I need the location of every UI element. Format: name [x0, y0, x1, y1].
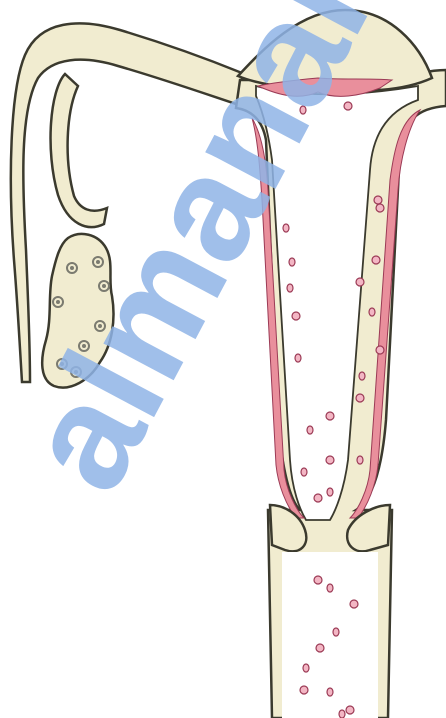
- endometrial-cell: [314, 494, 322, 502]
- endometrial-cell: [303, 664, 309, 672]
- endometrial-cell: [327, 488, 333, 496]
- tube-fimbria: [51, 74, 107, 227]
- endometrial-cell: [374, 196, 382, 204]
- endometrial-cell: [300, 686, 308, 694]
- endometrial-cell: [346, 706, 354, 714]
- endometrial-cell: [372, 256, 380, 264]
- follicle-core: [70, 266, 74, 270]
- endometrial-cell: [357, 456, 363, 464]
- endometrial-cell: [333, 628, 339, 636]
- endometrial-cell: [307, 426, 313, 434]
- endometrial-cell: [301, 468, 307, 476]
- endometrial-cell: [292, 312, 300, 320]
- endometrial-cell: [314, 576, 322, 584]
- endometrial-cell: [350, 600, 358, 608]
- endometrial-cell: [376, 204, 384, 212]
- endometrial-cell: [326, 456, 334, 464]
- endometrial-cell: [359, 372, 365, 380]
- endometrial-cell: [287, 284, 293, 292]
- endometrial-cell: [326, 412, 334, 420]
- endometrial-cell: [316, 644, 324, 652]
- endometrial-cell: [289, 258, 295, 266]
- endometrial-cell: [356, 278, 364, 286]
- endometrial-cell: [376, 346, 384, 354]
- endometrial-cell: [327, 688, 333, 696]
- endometrial-cell: [369, 308, 375, 316]
- endometrial-cell: [356, 394, 364, 402]
- endometrial-cell: [295, 354, 301, 362]
- endometrial-cell: [327, 584, 333, 592]
- endometrial-cell: [339, 710, 345, 718]
